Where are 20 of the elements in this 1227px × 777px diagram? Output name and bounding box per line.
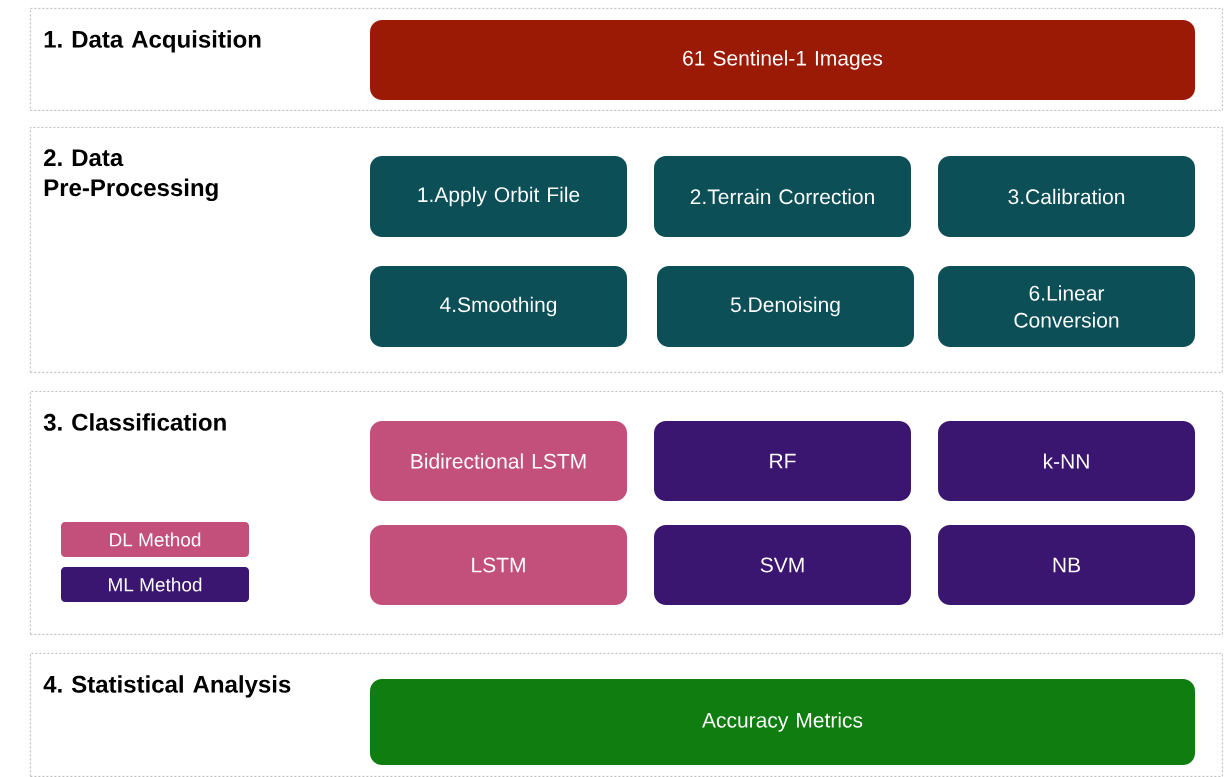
panel-heading: 1. Data Acquisition bbox=[44, 30, 261, 53]
legend-label: DL Method bbox=[110, 532, 201, 547]
step-box: 2.Terrain Correction bbox=[654, 156, 911, 237]
panel-heading: 2. Data Pre-Processing bbox=[44, 149, 218, 202]
step-box: 61 Sentinel-1 Images bbox=[370, 20, 1195, 100]
step-box: 3.Calibration bbox=[938, 156, 1195, 237]
step-box: 6.Linear Conversion bbox=[938, 266, 1195, 347]
panel-heading: 3. Classification bbox=[43, 413, 226, 431]
step-box: 5.Denoising bbox=[657, 266, 914, 347]
method-box: k-NN bbox=[938, 421, 1195, 501]
step-box: Accuracy Metrics bbox=[370, 679, 1195, 765]
method-box: NB bbox=[938, 525, 1195, 605]
step-box: 1.Apply Orbit File bbox=[370, 156, 627, 237]
step-box: 4.Smoothing bbox=[370, 266, 627, 347]
method-box: RF bbox=[654, 421, 911, 501]
method-box: Bidirectional LSTM bbox=[370, 421, 627, 501]
panel-heading: 4. Statistical Analysis bbox=[43, 675, 291, 698]
legend-label: ML Method bbox=[109, 577, 202, 592]
method-box: SVM bbox=[654, 525, 911, 605]
method-box: LSTM bbox=[370, 525, 627, 605]
